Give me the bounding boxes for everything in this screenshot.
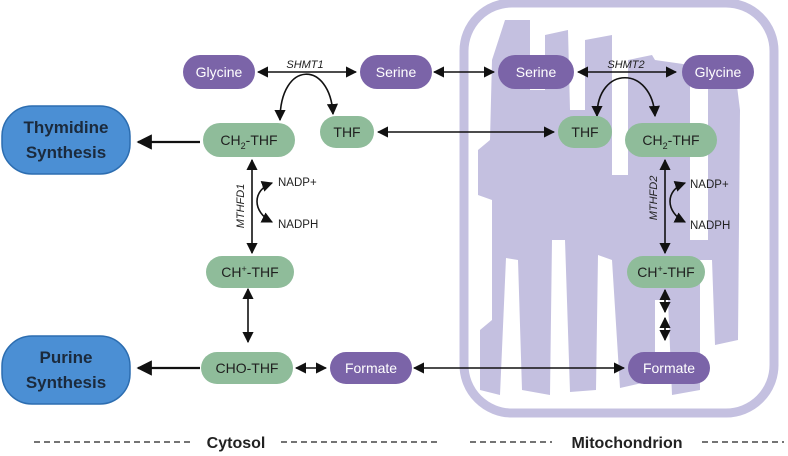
cytosol-formate-node: Formate [330, 352, 412, 384]
thymidine-synthesis-node: Thymidine Synthesis [1, 105, 131, 175]
cytosol-serine-label: Serine [376, 64, 417, 80]
mito-chthf-node: CH+-THF [627, 256, 705, 288]
mito-glycine-label: Glycine [695, 64, 742, 80]
cytosol-serine-node: Serine [360, 55, 432, 89]
mitochondrial-cristae [478, 20, 740, 395]
purine-line1: Purine [40, 348, 93, 367]
cytosol-glycine-label: Glycine [196, 64, 243, 80]
cytosol-ch2thf-label: CH2-THF [220, 132, 277, 151]
mito-ch2thf-node: CH2-THF [625, 123, 717, 157]
mito-thf-node: THF [558, 116, 612, 148]
purine-line2: Synthesis [26, 373, 106, 392]
footer-cytosol-label: Cytosol [207, 435, 266, 452]
mito-ch2thf-label: CH2-THF [642, 132, 699, 151]
cytosol-thf-node: THF [320, 116, 374, 148]
mito-chthf-label: CH+-THF [637, 264, 694, 280]
cytosol-chthf-label: CH+-THF [221, 264, 278, 280]
mitochondrion [459, 0, 779, 418]
cytosol-glycine-node: Glycine [183, 55, 255, 89]
mito-shmt-label: SHMT2 [607, 59, 644, 71]
cytosol-shmt-label: SHMT1 [286, 59, 323, 71]
cytosol-nadp-label: NADP+ [278, 177, 317, 189]
cytosol-mthfd-label: MTHFD1 [235, 184, 247, 229]
mito-mthfd-label: MTHFD2 [648, 176, 660, 221]
mito-formate-label: Formate [643, 360, 695, 376]
cytosol-chothf-node: CHO-THF [201, 352, 293, 384]
cytosol-thf-label: THF [333, 124, 360, 140]
mito-glycine-node: Glycine [682, 55, 754, 89]
mito-formate-node: Formate [628, 352, 710, 384]
cytosol-formate-label: Formate [345, 360, 397, 376]
thymidine-line1: Thymidine [23, 118, 108, 137]
mito-serine-label: Serine [516, 64, 557, 80]
thymidine-line2: Synthesis [26, 143, 106, 162]
connectors [136, 66, 687, 376]
cytosol-chthf-node: CH+-THF [206, 256, 294, 288]
mito-nadp-label: NADP+ [690, 179, 729, 191]
footer-mitochondrion-label: Mitochondrion [571, 435, 682, 452]
mito-thf-label: THF [571, 124, 598, 140]
cytosol-ch2thf-node: CH2-THF [203, 123, 295, 157]
mito-nadph-label: NADPH [690, 220, 730, 232]
cytosol-chothf-label: CHO-THF [216, 360, 279, 376]
mito-serine-node: Serine [498, 55, 574, 89]
purine-synthesis-node: Purine Synthesis [1, 335, 131, 405]
cytosol-nadph-label: NADPH [278, 219, 318, 231]
